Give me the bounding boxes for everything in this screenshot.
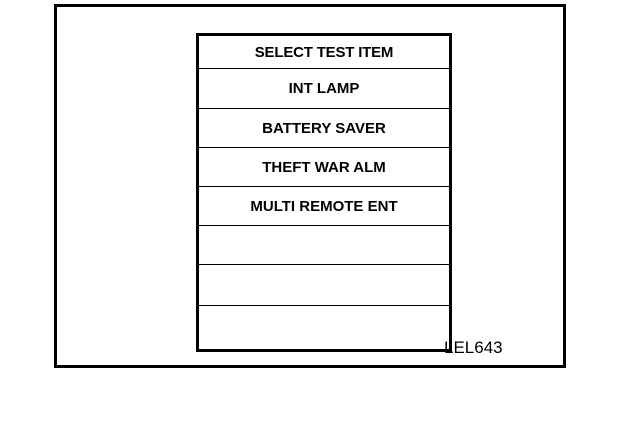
menu-item-empty-2[interactable] — [199, 265, 449, 306]
menu-item-multi-remote-ent[interactable]: MULTI REMOTE ENT — [199, 187, 449, 226]
menu-item-empty-3[interactable] — [199, 306, 449, 349]
menu-item-theft-war-alm[interactable]: THEFT WAR ALM — [199, 148, 449, 187]
menu-item-battery-saver[interactable]: BATTERY SAVER — [199, 109, 449, 148]
menu-item-int-lamp[interactable]: INT LAMP — [199, 69, 449, 109]
menu-item-label: THEFT WAR ALM — [262, 158, 386, 176]
screen-title: SELECT TEST ITEM — [199, 36, 449, 69]
consult-screen: SELECT TEST ITEM INT LAMP BATTERY SAVER … — [196, 33, 452, 352]
menu-item-label: MULTI REMOTE ENT — [250, 197, 398, 215]
figure-code: LEL643 — [444, 338, 503, 357]
menu-item-label: BATTERY SAVER — [262, 119, 386, 137]
menu-item-label: INT LAMP — [288, 80, 360, 97]
menu-item-empty-1[interactable] — [199, 226, 449, 265]
